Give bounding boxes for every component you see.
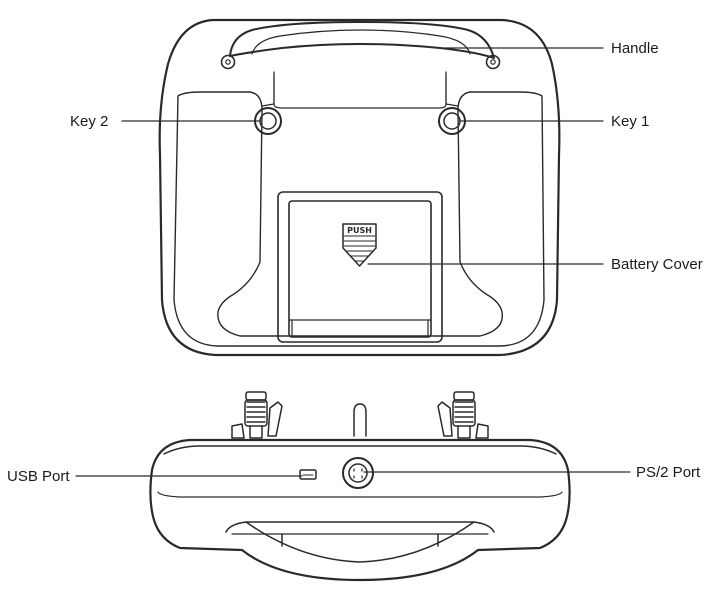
- handle: [220, 21, 501, 109]
- controller-back-view: PUSH: [158, 18, 561, 357]
- top-edge-body-outline: [149, 438, 571, 582]
- ps2-port-outer: [342, 457, 374, 489]
- center-antenna: [353, 403, 367, 437]
- handle-screw-left: [220, 54, 236, 70]
- handle-screw-right-center: [490, 59, 496, 65]
- right-switch: [437, 401, 489, 439]
- top-edge-handle-lip: [225, 521, 495, 563]
- ps2-port-inner: [348, 463, 368, 483]
- handle-grip-inner: [251, 29, 471, 55]
- handle-screw-right: [485, 54, 501, 70]
- battery-cover: PUSH: [277, 191, 443, 343]
- push-marker-arrow: [342, 223, 377, 267]
- upper-panel-seam: [261, 71, 459, 107]
- handle-grip-outer: [229, 21, 495, 59]
- top-edge-mid-line: [157, 491, 563, 498]
- push-marker: PUSH: [342, 223, 377, 267]
- ps2-port-pins: [353, 468, 363, 479]
- callout-lines: [75, 47, 631, 477]
- usb-port: [299, 469, 317, 480]
- battery-compartment-frame: [277, 191, 443, 343]
- handle-recess: [273, 73, 447, 109]
- ps2-port: [342, 457, 374, 489]
- label-battery-cover: Battery Cover: [611, 256, 703, 273]
- controller-body-inner-outline: [173, 91, 545, 347]
- right-gimbal-stick: [452, 391, 476, 439]
- battery-cover-plate: [288, 200, 432, 338]
- controller-body-outline: [158, 18, 561, 357]
- usb-port-opening: [299, 469, 317, 480]
- label-handle: Handle: [611, 40, 659, 57]
- battery-cover-hinge: [288, 319, 432, 338]
- label-key-2: Key 2: [70, 113, 109, 130]
- top-edge-bevel: [163, 445, 557, 455]
- handle-screw-left-center: [225, 59, 231, 65]
- controller-top-edge-view: [149, 391, 571, 582]
- label-key-1: Key 1: [611, 113, 650, 130]
- push-marker-text: PUSH: [347, 226, 372, 235]
- label-ps2-port: PS/2 Port: [636, 464, 701, 481]
- push-marker-stripes: [343, 235, 376, 262]
- left-gimbal-stick: [244, 391, 268, 439]
- label-usb-port: USB Port: [7, 468, 70, 485]
- left-switch: [231, 401, 283, 439]
